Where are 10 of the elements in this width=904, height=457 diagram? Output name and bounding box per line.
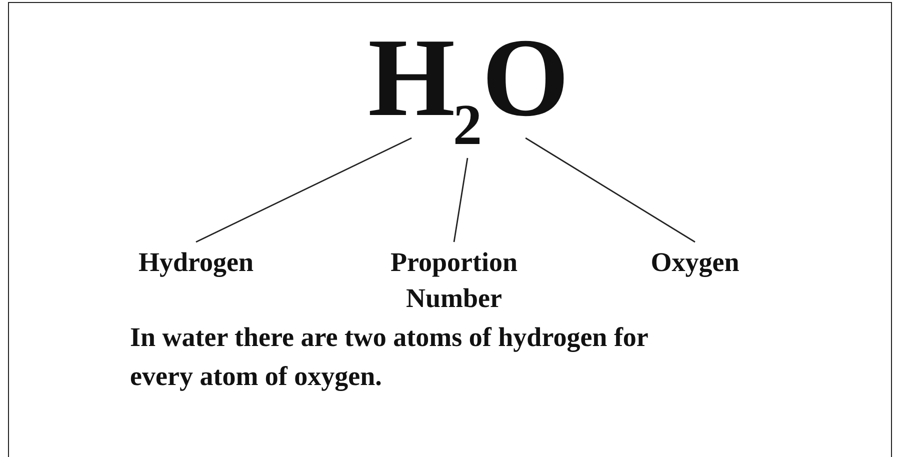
part-label: Proportion Number <box>364 244 544 317</box>
part-label: Oxygen <box>630 244 760 280</box>
formula-element-symbol: H <box>368 22 456 134</box>
leader-line <box>196 137 412 243</box>
formula-subscript: 2 <box>453 96 482 154</box>
leader-line <box>525 137 696 243</box>
part-label: Hydrogen <box>130 244 262 280</box>
leader-line <box>453 158 468 242</box>
explanation-text: In water there are two atoms of hydrogen for every atom of oxygen. <box>130 321 649 394</box>
formula-element-symbol: O <box>482 22 570 134</box>
